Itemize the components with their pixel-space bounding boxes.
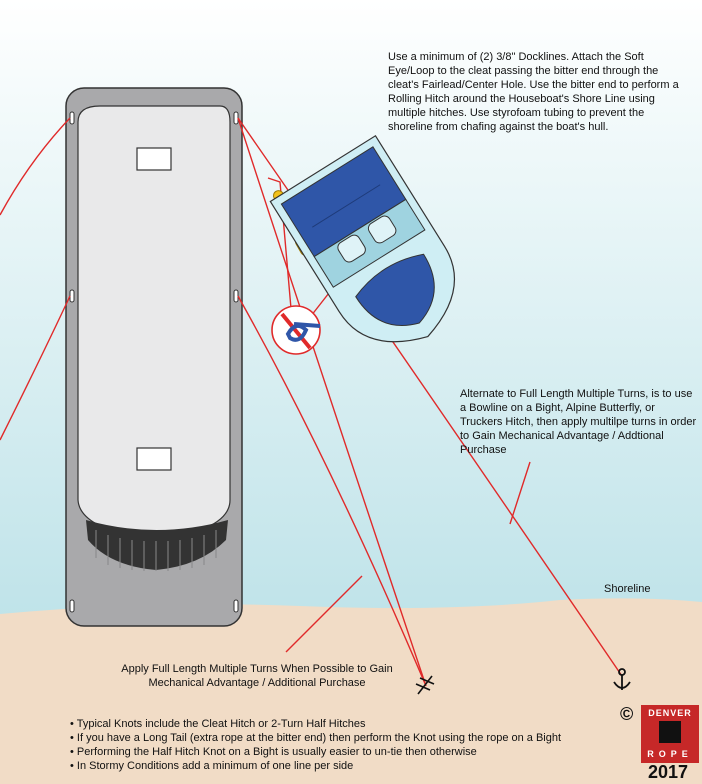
dockline-fore xyxy=(267,177,293,321)
left-line-upper xyxy=(0,117,71,216)
alternate-method-note: Alternate to Full Length Multiple Turns,… xyxy=(460,388,697,456)
ground-stake xyxy=(415,675,435,695)
logo-word-bottom: ROPE xyxy=(647,749,693,759)
tip-item: Typical Knots include the Cleat Hitch or… xyxy=(70,717,561,731)
tip-item: If you have a Long Tail (extra rope at t… xyxy=(70,731,561,745)
rolling-hitch-detail xyxy=(271,305,321,355)
shore-line-middle xyxy=(237,295,427,687)
left-line-lower xyxy=(0,295,71,441)
pointer-right-note xyxy=(509,461,531,525)
denver-rope-logo: DENVER ROPE xyxy=(641,705,699,763)
tip-item: Performing the Half Hitch Knot on a Bigh… xyxy=(70,745,561,759)
tips-list: Typical Knots include the Cleat Hitch or… xyxy=(70,717,561,773)
shore-line-left xyxy=(237,117,427,687)
ground-anchor xyxy=(613,668,631,690)
mooring-lines xyxy=(0,117,623,687)
multiple-turns-note: Apply Full Length Multiple Turns When Po… xyxy=(121,663,393,689)
pointer-bottom-note xyxy=(285,575,363,653)
logo-word-top: DENVER xyxy=(648,708,692,718)
logo-year: 2017 xyxy=(648,762,689,782)
logo-square xyxy=(659,721,681,743)
copyright-symbol: © xyxy=(620,704,634,724)
houseboat xyxy=(65,87,243,627)
dockline-instructions: Use a minimum of (2) 3/8" Docklines. Att… xyxy=(388,51,679,133)
small-boat xyxy=(269,134,456,343)
shoreline-label: Shoreline xyxy=(604,583,651,595)
roof-hatch-rear xyxy=(136,447,172,471)
roof-hatch-front xyxy=(136,147,172,171)
tip-item: In Stormy Conditions add a minimum of on… xyxy=(70,759,561,773)
